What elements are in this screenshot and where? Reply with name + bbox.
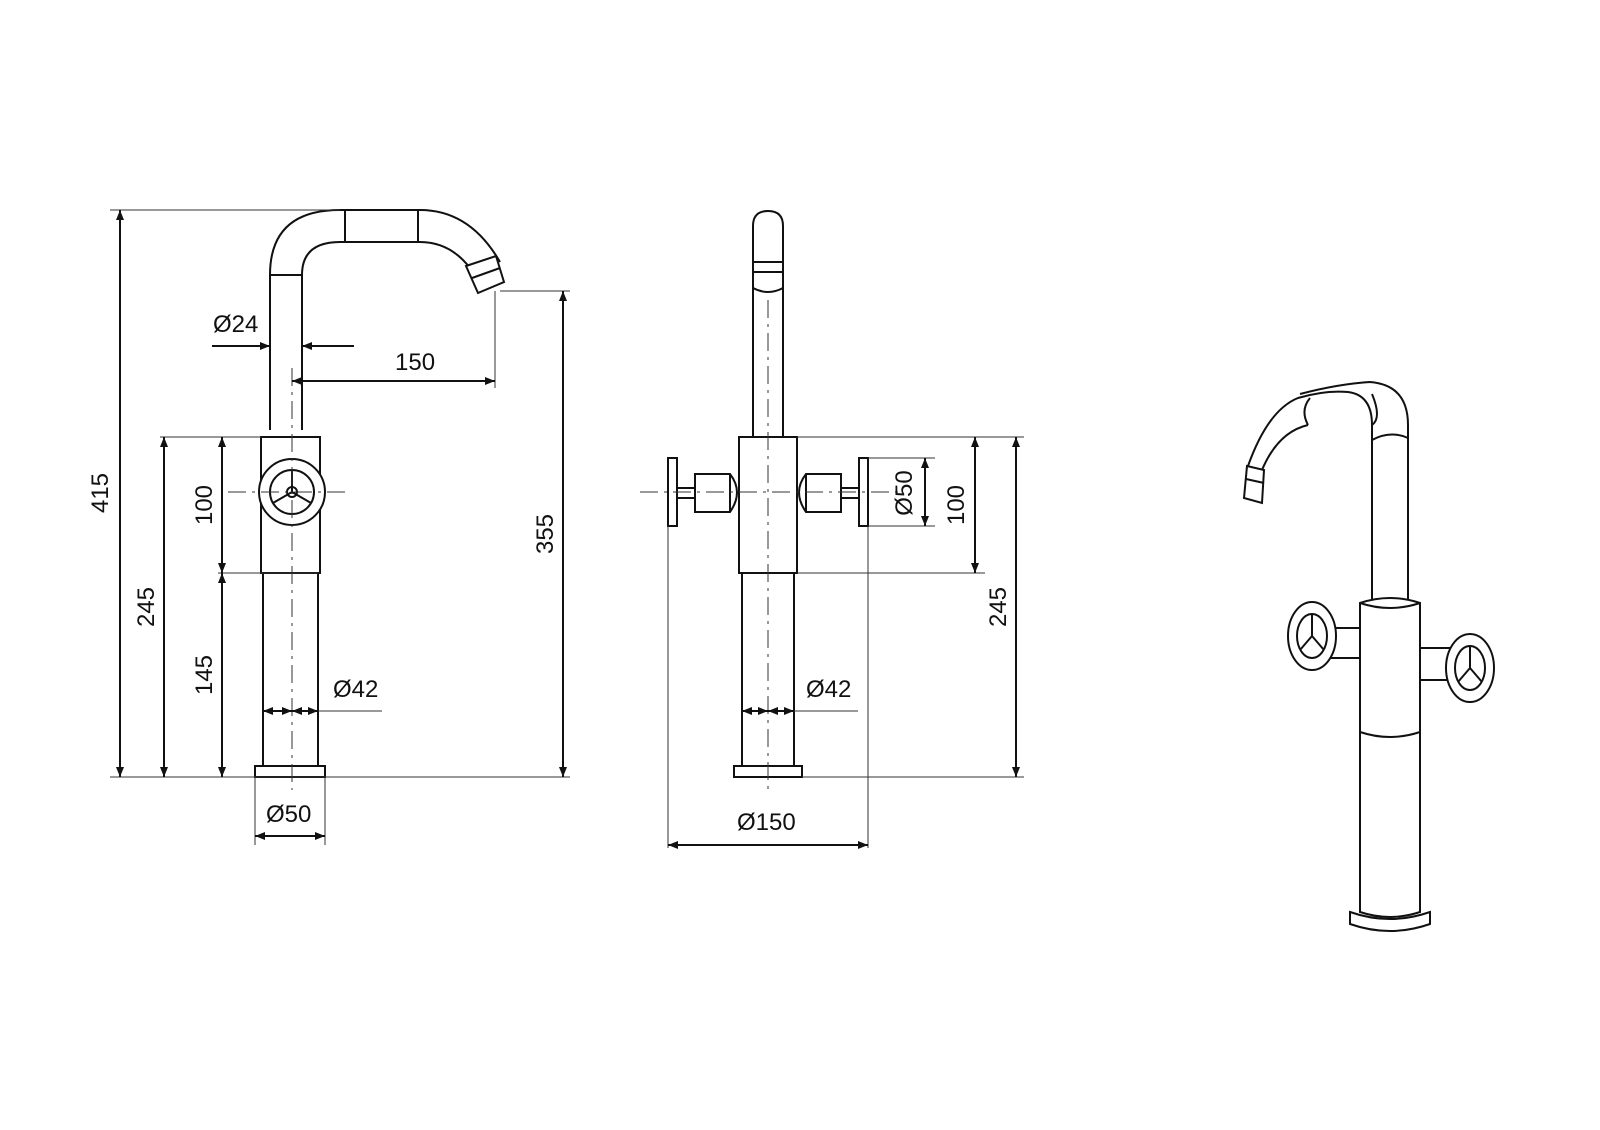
spout-outlet <box>464 254 506 295</box>
handle-spacing-label: 100 <box>943 485 970 525</box>
left-handle <box>667 457 738 527</box>
side-view: 415 245 100 145 Ø24 150 355 Ø42 Ø50 <box>87 209 570 845</box>
front-view: Ø50 100 245 Ø42 Ø150 <box>640 209 1024 849</box>
overall-height-label: 415 <box>87 473 114 513</box>
spout-outline <box>269 209 501 430</box>
handle-diameter-label: Ø50 <box>891 470 918 515</box>
body-diameter-label: Ø42 <box>806 676 851 703</box>
iso-body <box>1359 597 1421 918</box>
handle-spacing-label: 100 <box>191 485 218 525</box>
base-plate <box>254 765 326 778</box>
lower-body-height-label: 145 <box>191 655 218 695</box>
iso-view <box>1242 380 1495 932</box>
lower-body <box>262 572 319 767</box>
iso-spout <box>1247 380 1409 601</box>
spout-reach-label: 150 <box>395 349 435 376</box>
base-diameter-label: Ø50 <box>266 801 311 828</box>
body-diameter-label: Ø42 <box>333 676 378 703</box>
spout-diameter-label: Ø24 <box>213 311 258 338</box>
iso-left-handle-icon <box>1287 601 1361 671</box>
handle-span-label: Ø150 <box>737 809 796 836</box>
iso-right-handle-icon <box>1419 633 1495 703</box>
outlet-height-label: 355 <box>532 514 559 554</box>
handle-height-label: 245 <box>133 587 160 627</box>
handle-height-label: 245 <box>985 587 1012 627</box>
